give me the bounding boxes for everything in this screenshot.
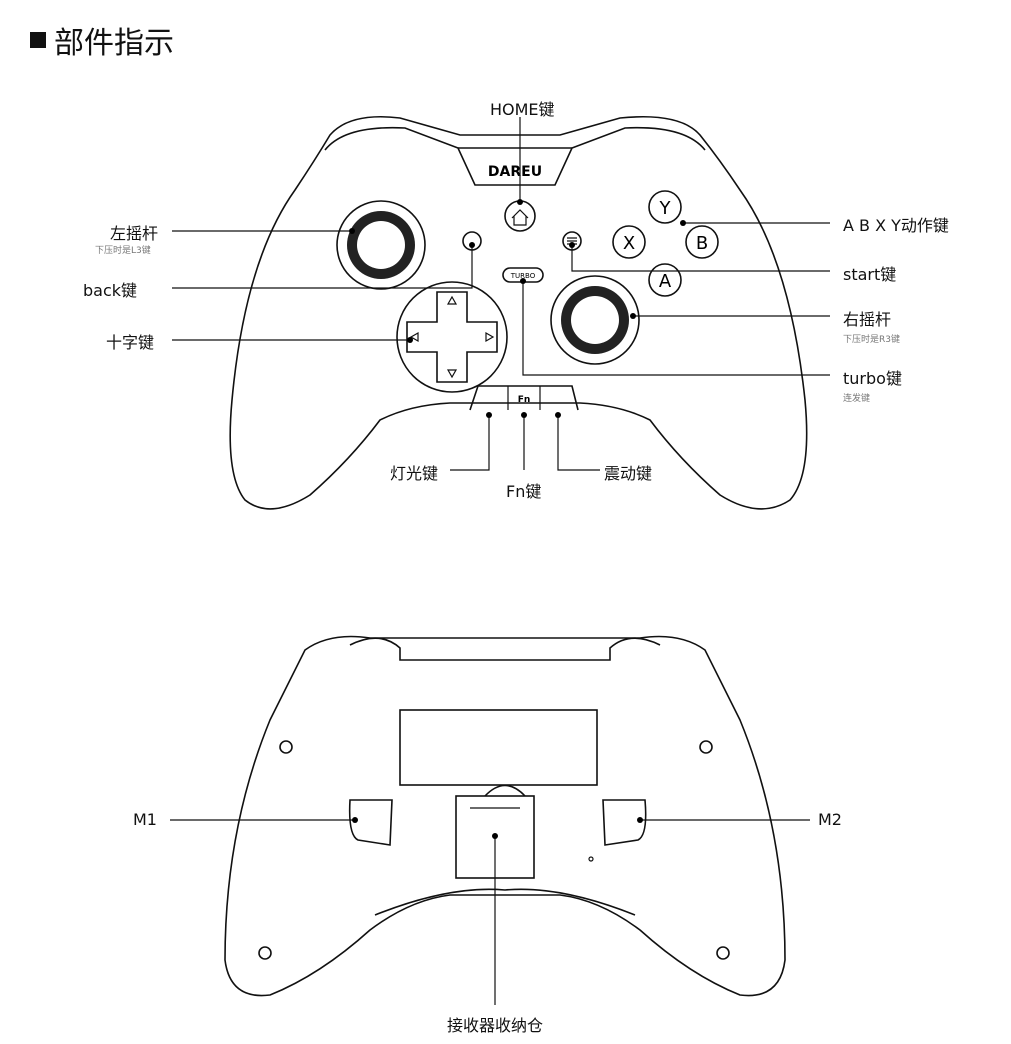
right-stick-sublabel: 下压时是R3键 — [843, 335, 900, 345]
dpad-label: 十字键 — [106, 333, 155, 352]
receiver-label: 接收器收纳仓 — [447, 1016, 544, 1035]
light-label: 灯光键 — [390, 464, 439, 483]
m1-label: M1 — [133, 810, 157, 829]
abxy-buttons: Y X B A — [612, 190, 719, 297]
home-button[interactable] — [504, 200, 536, 232]
m2-paddle[interactable] — [602, 799, 647, 846]
svg-text:M2: M2 — [617, 820, 629, 829]
front-controller: DAREU TURBO Y X B A Fn — [172, 115, 830, 510]
left-stick-label: 左摇杆 — [110, 224, 159, 243]
svg-text:A: A — [659, 271, 672, 292]
start-label: start键 — [843, 265, 897, 284]
turbo-sublabel: 连发键 — [843, 394, 871, 404]
left-stick-sublabel: 下压时是L3键 — [95, 246, 151, 256]
svg-text:Fn: Fn — [518, 395, 531, 405]
dpad[interactable] — [406, 291, 498, 383]
m1-paddle[interactable] — [348, 799, 393, 846]
svg-text:X: X — [623, 233, 635, 254]
square-bullet-icon — [30, 32, 46, 48]
svg-text:TURBO: TURBO — [510, 272, 536, 280]
abxy-label: A B X Y动作键 — [843, 216, 949, 235]
fn-label: Fn键 — [506, 482, 542, 501]
svg-text:M1: M1 — [366, 820, 378, 829]
y-button[interactable] — [648, 190, 682, 224]
home-label: HOME键 — [490, 100, 555, 119]
turbo-label: turbo键 — [843, 369, 902, 388]
page-title: 部件指示 — [30, 18, 174, 62]
x-button[interactable] — [612, 225, 646, 259]
right-stick-label: 右摇杆 — [843, 310, 892, 329]
title-text: 部件指示 — [54, 26, 174, 61]
a-button[interactable] — [648, 263, 682, 297]
label-plate — [399, 709, 598, 786]
vibration-label: 震动键 — [604, 464, 653, 483]
brand-logo: DAREU — [488, 164, 542, 180]
b-button[interactable] — [685, 225, 719, 259]
svg-text:Y: Y — [659, 198, 672, 219]
back-controller: M1 M2 — [170, 635, 810, 1005]
m2-label: M2 — [818, 810, 842, 829]
back-label: back键 — [83, 281, 138, 300]
svg-text:B: B — [696, 233, 708, 254]
